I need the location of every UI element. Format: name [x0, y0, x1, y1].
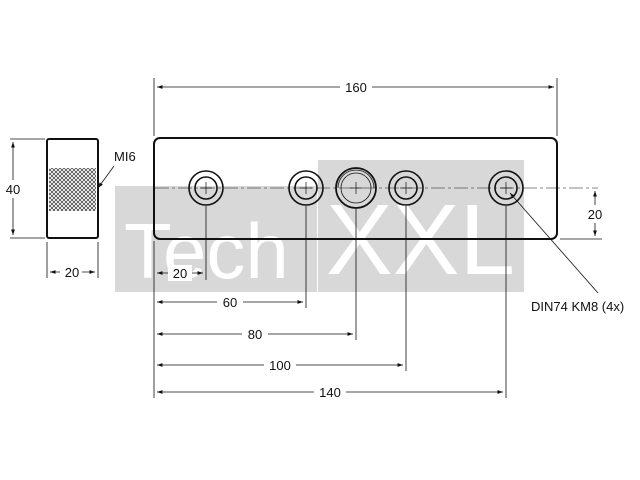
pos-dim-60: 60 — [223, 295, 237, 310]
hole-3 — [388, 170, 424, 206]
hole-1 — [188, 170, 224, 206]
top-view-body — [153, 137, 558, 240]
pos-dim-80: 80 — [248, 327, 262, 342]
side-view-knurl — [49, 168, 96, 211]
side-width-dim: 20 — [65, 265, 79, 280]
thread-label: MI6 — [114, 149, 136, 164]
hole-note: DIN74 KM8 (4x) — [531, 299, 624, 314]
length-dim: 160 — [345, 80, 367, 95]
side-view-body — [46, 138, 99, 239]
pos-dim-140: 140 — [319, 385, 341, 400]
pos-dim-20: 20 — [173, 266, 187, 281]
thread-hole — [335, 167, 377, 209]
top-height-dim: 20 — [588, 207, 602, 222]
hole-4 — [488, 170, 524, 206]
side-view — [10, 138, 115, 278]
side-height-dim: 40 — [6, 182, 20, 197]
pos-dim-100: 100 — [269, 358, 291, 373]
top-view — [153, 78, 602, 398]
hole-2 — [288, 170, 324, 206]
